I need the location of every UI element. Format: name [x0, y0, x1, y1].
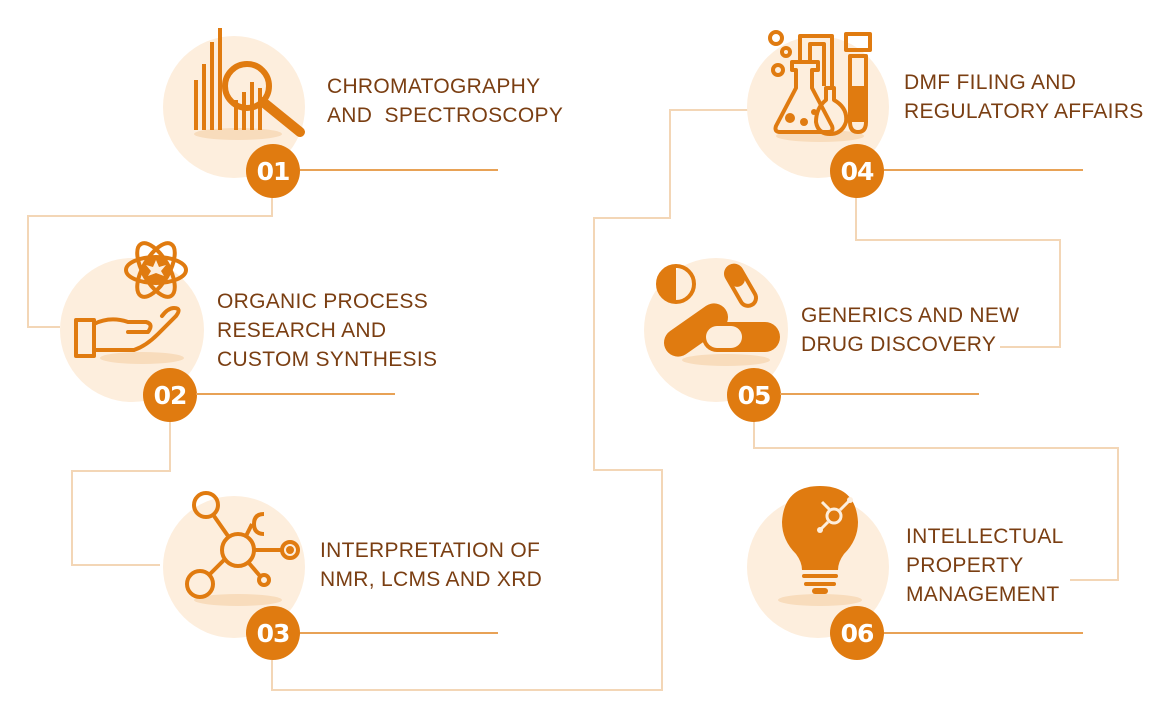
step-underline — [300, 632, 498, 634]
capsules-icon — [656, 263, 780, 366]
hand-atom-icon — [74, 241, 188, 364]
label-line: ORGANIC PROCESS — [217, 290, 429, 313]
label-line: DRUG DISCOVERY — [801, 333, 997, 356]
connector-02-03 — [71, 420, 171, 566]
connector-05-06 — [753, 420, 1119, 581]
label-line: NMR, LCMS AND XRD — [320, 568, 543, 591]
label-line: CUSTOM SYNTHESIS — [217, 348, 438, 371]
connector-01-02 — [27, 196, 273, 328]
chromatography-icon — [194, 28, 305, 140]
step-underline — [780, 393, 979, 395]
label-line: DMF FILING AND — [904, 71, 1077, 94]
step-underline — [300, 169, 498, 171]
step-underline — [884, 169, 1083, 171]
step-label: INTERPRETATION OF NMR, LCMS AND XRD — [320, 536, 542, 594]
step-label: CHROMATOGRAPHY AND SPECTROSCOPY — [327, 72, 563, 130]
label-line: PROPERTY — [906, 554, 1024, 577]
step-label: GENERICS AND NEW DRUG DISCOVERY — [801, 301, 1019, 359]
label-line: RESEARCH AND — [217, 319, 387, 342]
step-label: INTELLECTUAL PROPERTY MANAGEMENT — [906, 522, 1064, 609]
step-number: 05 — [727, 368, 781, 422]
label-line: REGULATORY AFFAIRS — [904, 100, 1144, 123]
step-number: 03 — [246, 606, 300, 660]
label-line: AND SPECTROSCOPY — [327, 104, 564, 127]
step-underline — [884, 632, 1083, 634]
molecule-icon — [185, 491, 300, 606]
step-number: 01 — [246, 144, 300, 198]
step-number: 06 — [830, 606, 884, 660]
label-line: INTELLECTUAL — [906, 525, 1064, 548]
label-line: GENERICS AND NEW — [801, 304, 1020, 327]
step-label: ORGANIC PROCESS RESEARCH AND CUSTOM SYNT… — [217, 287, 437, 374]
step-underline — [196, 393, 395, 395]
connector-04-05 — [855, 196, 1061, 348]
step-number: 02 — [143, 368, 197, 422]
lightbulb-icon — [778, 486, 862, 606]
label-line: MANAGEMENT — [906, 583, 1060, 606]
label-line: INTERPRETATION OF — [320, 539, 541, 562]
step-number: 04 — [830, 144, 884, 198]
step-label: DMF FILING AND REGULATORY AFFAIRS — [904, 68, 1144, 126]
label-line: CHROMATOGRAPHY — [327, 75, 541, 98]
lab-flasks-icon — [768, 30, 872, 142]
connector-03-04 — [271, 109, 748, 691]
